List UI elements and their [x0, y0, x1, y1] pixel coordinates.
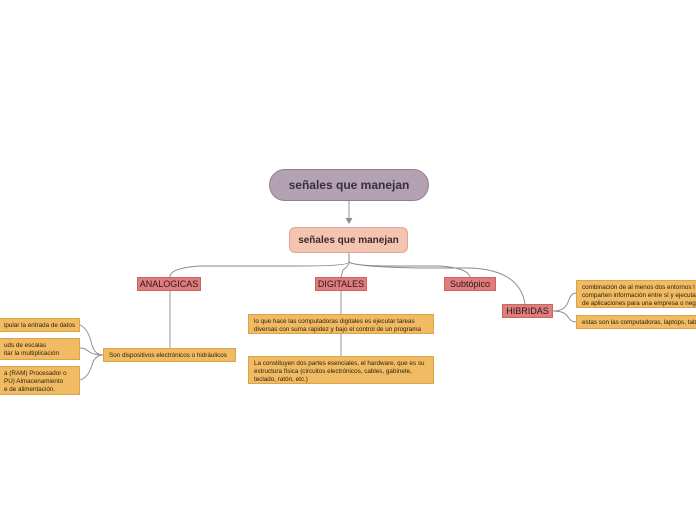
leaf-text-line: combinación de al menos dos entornos l: [582, 284, 695, 291]
leaf-text-line: estructura física (circuitos electrónico…: [254, 368, 412, 375]
leaf-analogicas-sub-3[interactable]: a (RAM) Procesador o PU) Almacenamiento …: [0, 366, 80, 395]
connector-main-analogicas: [169, 253, 350, 278]
leaf-analogicas-main[interactable]: Son dispositivos electrónicos o hidráuli…: [103, 348, 236, 362]
main-topic-label: señales que manejan: [298, 234, 399, 246]
leaf-text-line: teclado, ratón, etc.): [254, 376, 308, 383]
category-digitales-label: DIGITALES: [317, 279, 365, 289]
category-subtopico[interactable]: Subtópico: [444, 277, 496, 291]
connector-main-subtopico: [348, 253, 471, 278]
leaf-text-line: a (RAM) Procesador o: [4, 370, 67, 377]
leaf-hibridas-2[interactable]: estas son las computadoras, laptops, tab: [576, 315, 696, 329]
category-analogicas-label: ANALOGICAS: [139, 279, 199, 289]
leaf-text-line: diversas con suma rapidez y bajo el cont…: [254, 326, 421, 333]
leaf-hibridas-1[interactable]: combinación de al menos dos entornos l c…: [576, 280, 696, 308]
category-hibridas[interactable]: HIBRIDAS: [502, 304, 553, 318]
leaf-text-line: PU) Almacenamiento: [4, 378, 64, 385]
connector-hibridas-leaf2: [552, 310, 577, 323]
category-hibridas-label: HIBRIDAS: [506, 306, 549, 316]
leaf-analogicas-sub-2[interactable]: uds de escalas itar la multiplicación: [0, 338, 80, 360]
connector-main-digitales: [340, 253, 350, 278]
connector-analogicas-sub3: [79, 354, 104, 381]
leaf-analogicas-sub-1[interactable]: ipular la entrada de datos: [0, 318, 80, 332]
leaf-text-line: e de alimentación.: [4, 386, 56, 393]
leaf-text-line: ipular la entrada de datos: [4, 322, 76, 329]
leaf-text-line: estas son las computadoras, laptops, tab: [582, 319, 696, 326]
leaf-text-line: lo que hace las computadoras digitales e…: [254, 318, 415, 325]
connector-arrowhead: [345, 218, 353, 224]
category-digitales[interactable]: DIGITALES: [315, 277, 367, 291]
connector-main-hibridas: [348, 253, 526, 305]
root-node[interactable]: señales que manejan: [269, 169, 429, 201]
leaf-text-line: de aplicaciones para una empresa o neg: [582, 300, 696, 307]
leaf-analogicas-main-text: Son dispositivos electrónicos o hidráuli…: [109, 352, 227, 359]
leaf-digitales-1[interactable]: lo que hace las computadoras digitales e…: [248, 314, 434, 334]
category-subtopico-label: Subtópico: [449, 279, 491, 289]
leaf-text-line: La constituyen dos partes esenciales, el…: [254, 360, 425, 367]
root-label: señales que manejan: [288, 178, 410, 192]
leaf-digitales-2[interactable]: La constituyen dos partes esenciales, el…: [248, 356, 434, 384]
connector-analogicas-sub1: [79, 324, 104, 356]
main-topic-node[interactable]: señales que manejan: [289, 227, 408, 253]
leaf-text-line: comparten información entre sí y ejecuta: [582, 292, 696, 299]
leaf-text-line: itar la multiplicación: [4, 350, 59, 357]
connector-analogicas-sub2: [79, 347, 104, 356]
connector-hibridas-leaf1: [552, 292, 577, 312]
category-analogicas[interactable]: ANALOGICAS: [137, 277, 201, 291]
leaf-text-line: uds de escalas: [4, 342, 47, 349]
